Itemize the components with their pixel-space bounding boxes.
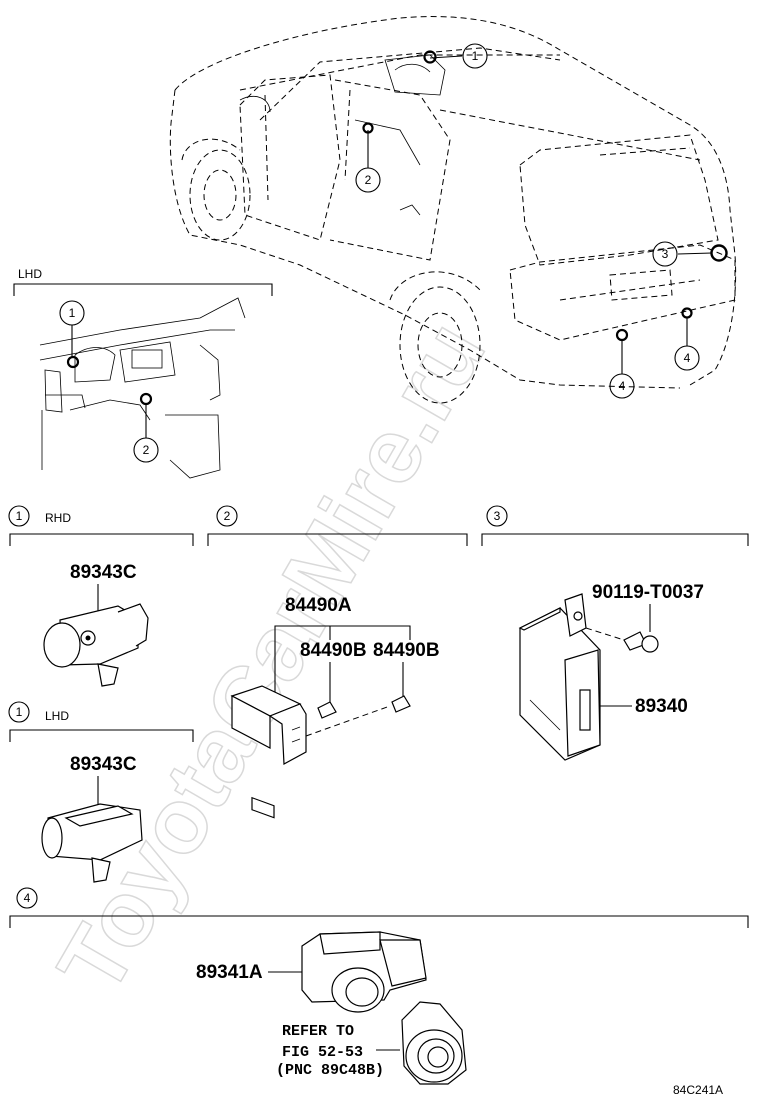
- lhd-inset-label: LHD: [18, 267, 42, 281]
- part-89343c-rhd-label: 89343C: [70, 562, 137, 583]
- part-84490b-drawing-a: [317, 701, 337, 719]
- part-89340-drawing: [518, 593, 601, 761]
- svg-text:3: 3: [662, 247, 669, 261]
- section-1-rhd-marker: 1: [16, 509, 23, 523]
- refer-line-1: REFER TO: [282, 1023, 354, 1040]
- part-89343c-rhd-drawing: [43, 603, 149, 687]
- bolt-90119-label: 90119-T0037: [592, 582, 704, 603]
- part-89341a-label: 89341A: [196, 962, 263, 983]
- refer-line-2: FIG 52-53: [282, 1044, 363, 1061]
- vehicle-marker-1: 1: [462, 43, 488, 69]
- svg-text:4: 4: [684, 351, 691, 365]
- part-84490b-drawing-b: [391, 695, 411, 713]
- vehicle-marker-4a: 4: [609, 373, 635, 399]
- section-1-rhd: 1 RHD 89343C: [8, 505, 194, 687]
- svg-text:1: 1: [69, 306, 76, 320]
- lhd-inset: LHD: [13, 267, 273, 479]
- part-84490a-drawing: [230, 685, 391, 819]
- svg-text:1: 1: [472, 49, 479, 63]
- vehicle-illustration: [169, 16, 737, 404]
- section-3: 3 90119-T0037 89340: [481, 505, 749, 761]
- part-84490a-label: 84490A: [285, 595, 352, 616]
- part-89340-label: 89340: [635, 696, 688, 717]
- section-2-marker: 2: [224, 509, 231, 523]
- section-1-rhd-variant: RHD: [45, 511, 71, 525]
- vehicle-marker-3: 3: [652, 241, 678, 267]
- lhd-inset-marker-2: 2: [133, 437, 159, 463]
- vehicle-marker-4b: 4: [674, 345, 700, 371]
- part-89343c-lhd-drawing: [41, 803, 143, 883]
- section-2: 2 84490A 84490B 84490B: [207, 505, 468, 819]
- section-4: 4 89341A REFER TO FIG 52-53 (PNC 89C48B): [9, 887, 749, 1085]
- bolt-90119-drawing: [585, 627, 659, 653]
- lhd-inset-marker-1: 1: [59, 300, 85, 326]
- svg-text:4: 4: [619, 379, 626, 393]
- part-89343c-lhd-label: 89343C: [70, 754, 137, 775]
- svg-text:2: 2: [143, 443, 150, 457]
- refer-line-3: (PNC 89C48B): [276, 1062, 384, 1079]
- section-4-marker: 4: [24, 891, 31, 905]
- svg-text:2: 2: [365, 173, 372, 187]
- section-1-lhd-variant: LHD: [45, 709, 69, 723]
- section-3-marker: 3: [494, 509, 501, 523]
- section-1-lhd: 1 LHD 89343C: [8, 701, 194, 883]
- part-84490b-label-b: 84490B: [373, 640, 440, 661]
- part-89341a-drawing: [301, 931, 427, 1013]
- part-84490b-label-a: 84490B: [300, 640, 367, 661]
- vehicle-marker-2: 2: [355, 167, 381, 193]
- diagram-code: 84C241A: [673, 1083, 723, 1097]
- section-1-lhd-marker: 1: [16, 705, 23, 719]
- bezel-89c48b-drawing: [401, 1001, 467, 1085]
